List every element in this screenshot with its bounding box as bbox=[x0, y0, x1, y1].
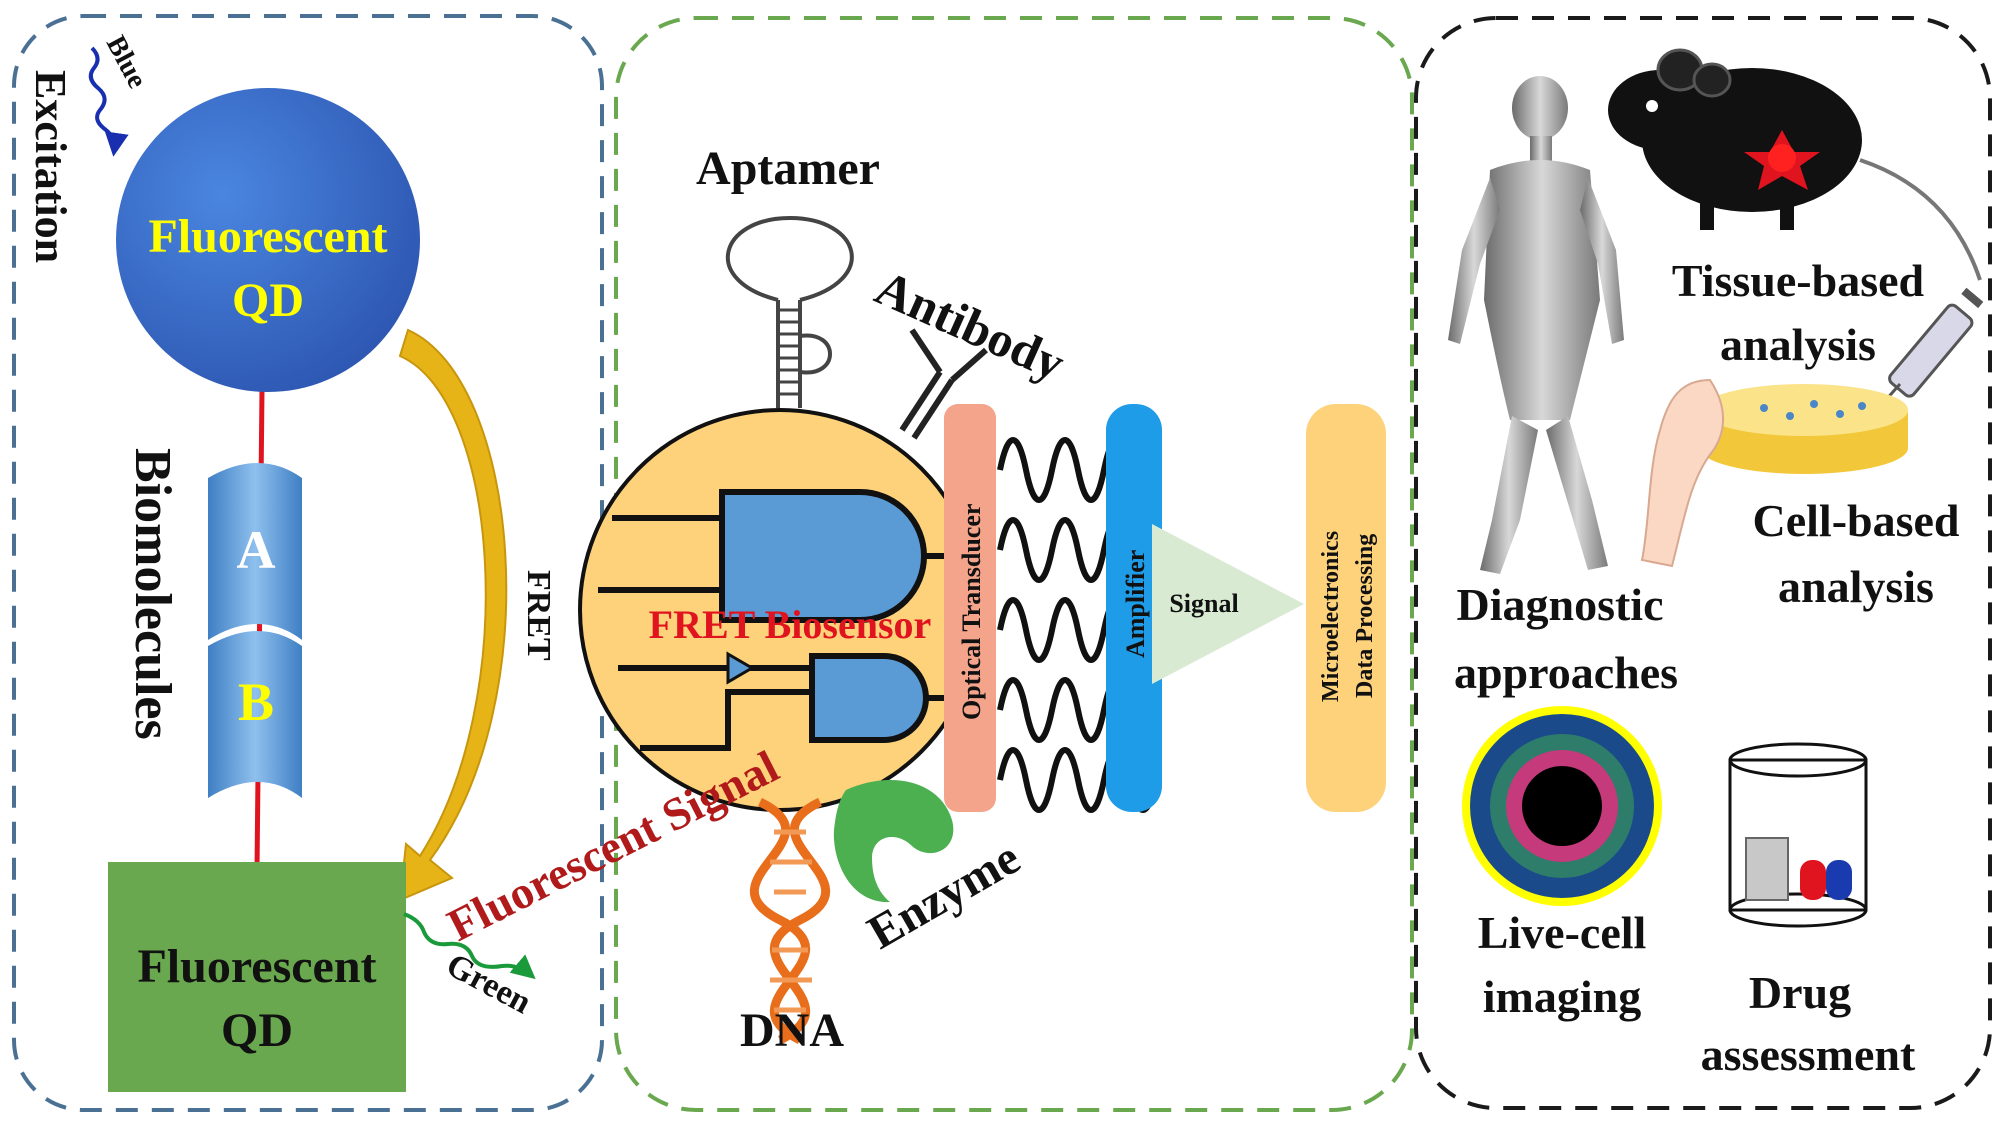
segment-a-label: A bbox=[237, 520, 276, 580]
processing-label-line1: Microelectronics bbox=[1318, 531, 1344, 702]
live-cell-image-icon bbox=[1462, 706, 1662, 906]
left-panel-border bbox=[12, 14, 604, 1112]
tissue-label-line1: Tissue-based bbox=[1672, 255, 1925, 306]
acceptor-qd-box bbox=[108, 862, 406, 1092]
dna-rungs bbox=[770, 829, 812, 1013]
logic-gate-small bbox=[618, 651, 974, 751]
acceptor-qd-label-line2: QD bbox=[221, 1004, 293, 1057]
petri-dish-icon bbox=[1700, 384, 1908, 474]
enzyme-label: Enzyme bbox=[859, 831, 1029, 960]
donor-qd-circle bbox=[116, 88, 420, 392]
enzyme-shape bbox=[833, 780, 954, 903]
optical-transducer-bar bbox=[944, 404, 996, 812]
amplifier-bar bbox=[1106, 404, 1162, 812]
fret-label: FRET bbox=[520, 570, 557, 661]
dna-helix bbox=[749, 797, 831, 1045]
processing-label-line2: Data Processing bbox=[1352, 534, 1378, 698]
green-emission-wave bbox=[403, 912, 536, 980]
hand-icon bbox=[1640, 378, 1724, 568]
aptamer-structure bbox=[725, 215, 854, 408]
processing-bar bbox=[1306, 404, 1386, 812]
segment-a-shape bbox=[208, 463, 302, 640]
logic-gate-large bbox=[598, 489, 978, 623]
dna-label: DNA bbox=[740, 1004, 844, 1057]
mouse-icon bbox=[1608, 48, 1982, 281]
livecell-label-line2: imaging bbox=[1483, 971, 1641, 1022]
antibody-label: Antibody bbox=[868, 259, 1074, 392]
fluorescent-signal-label: Fluorescent Signal bbox=[439, 741, 786, 951]
middle-panel-border bbox=[614, 16, 1414, 1112]
optical-transducer-label: Optical Transducer bbox=[957, 504, 986, 720]
signal-label: Signal bbox=[1169, 589, 1238, 618]
segment-b-shape bbox=[208, 631, 302, 798]
signal-triangle bbox=[1152, 524, 1304, 684]
tissue-label-line2: analysis bbox=[1720, 319, 1876, 370]
fret-arrow bbox=[398, 328, 508, 902]
biomolecules-label: Biomolecules bbox=[124, 448, 181, 740]
diagnostic-label-line2: approaches bbox=[1454, 647, 1678, 698]
donor-qd-label-line2: QD bbox=[232, 274, 304, 327]
green-label: Green bbox=[440, 946, 537, 1021]
syringe-icon bbox=[1882, 287, 1984, 403]
cell-label-line1: Cell-based bbox=[1753, 495, 1960, 546]
linker-line bbox=[254, 389, 265, 871]
drug-label-line2: assessment bbox=[1701, 1029, 1916, 1080]
drug-label-line1: Drug bbox=[1749, 967, 1851, 1018]
drug-container-icon bbox=[1728, 742, 1868, 928]
acceptor-qd-label-line1: Fluorescent bbox=[137, 940, 376, 993]
amplifier-label: Amplifier bbox=[1121, 550, 1150, 658]
antibody-shape bbox=[899, 328, 988, 440]
livecell-label-line1: Live-cell bbox=[1478, 907, 1647, 958]
biosensor-label: FRET Biosensor bbox=[649, 602, 932, 647]
right-panel-border bbox=[1414, 16, 1992, 1110]
segment-b-label: B bbox=[238, 672, 274, 732]
aptamer-label: Aptamer bbox=[696, 142, 880, 195]
blue-label: Blue bbox=[100, 31, 153, 94]
blue-excitation-wave bbox=[88, 46, 129, 157]
donor-qd-label-line1: Fluorescent bbox=[148, 210, 387, 263]
diagnostic-label-line1: Diagnostic bbox=[1457, 579, 1664, 630]
cell-label-line2: analysis bbox=[1778, 561, 1934, 612]
human-figure-icon bbox=[1448, 76, 1624, 574]
excitation-label: Excitation bbox=[26, 70, 75, 263]
